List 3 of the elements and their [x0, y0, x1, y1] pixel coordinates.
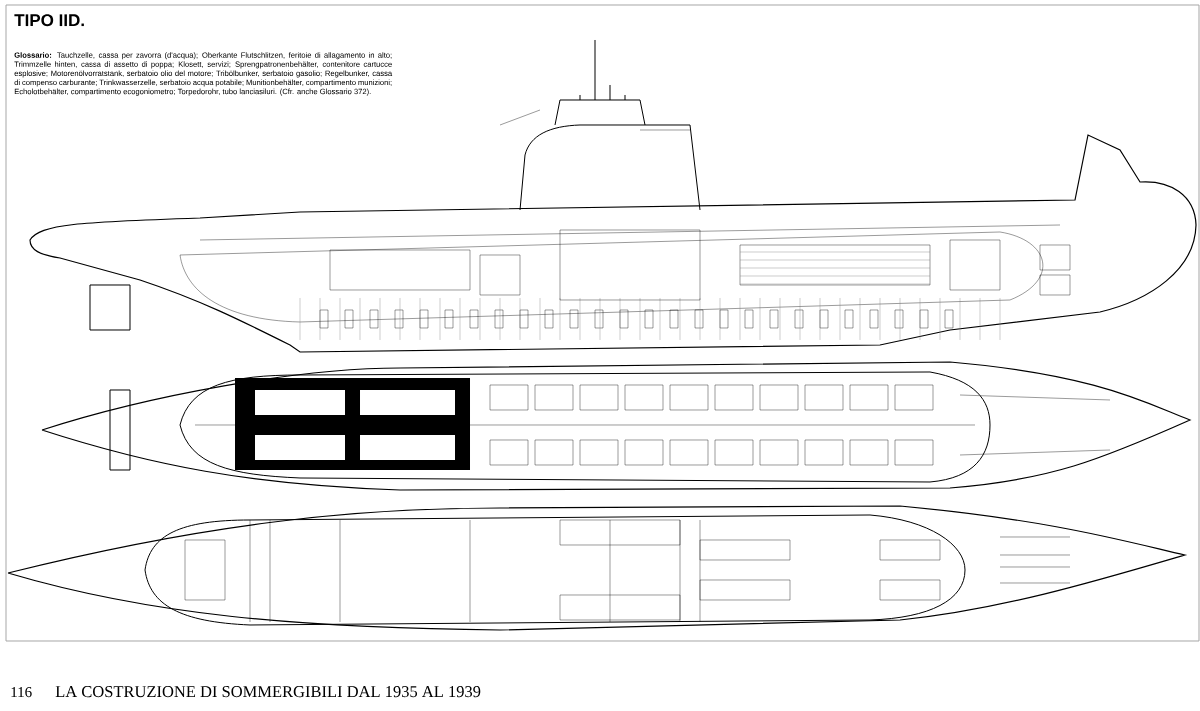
running-head: LA COSTRUZIONE DI SOMMERGIBILI DAL 1935 AL 1939	[55, 686, 481, 698]
page-number: 116	[11, 687, 32, 698]
title: TIPO IID.	[14, 14, 84, 27]
